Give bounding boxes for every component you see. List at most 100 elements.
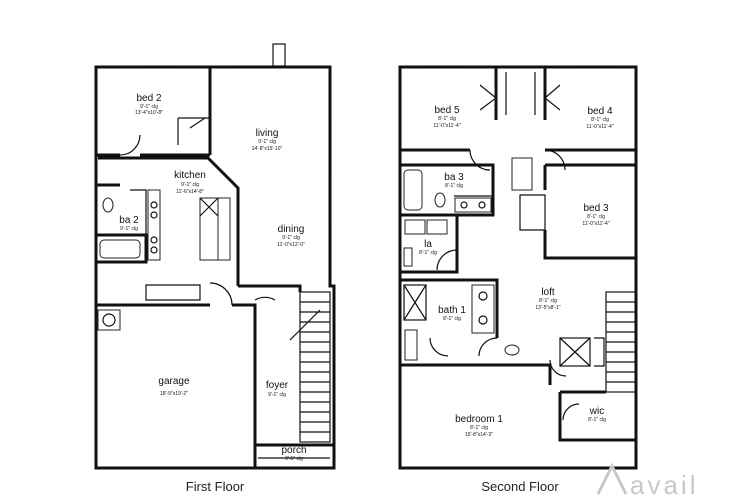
fix <box>217 197 231 261</box>
first-floor-labels: bed 2 9'-1" clg 13'-4"x10'-8" living 9'-… <box>119 93 306 494</box>
first-floor-plan <box>94 43 336 470</box>
thin <box>209 282 233 306</box>
avail-logo-icon <box>596 462 628 495</box>
thin <box>150 236 158 244</box>
room-clg: 9'-1" clg <box>258 139 276 145</box>
second-floor-plan <box>398 65 638 470</box>
room-clg: 9'-1" clg <box>285 456 303 462</box>
room-clg: 8'-1" clg <box>438 116 456 122</box>
thin <box>460 201 468 209</box>
room-name: bed 4 <box>587 106 612 117</box>
thin <box>519 194 546 231</box>
first-floor-stairs <box>289 291 331 443</box>
thin <box>145 284 201 301</box>
room-clg: 8'-1" clg <box>445 183 463 189</box>
wall <box>494 67 547 120</box>
wall <box>558 390 636 442</box>
fix <box>504 344 520 356</box>
fix <box>404 219 426 235</box>
thin <box>299 291 331 443</box>
fix <box>102 197 114 213</box>
wall <box>400 213 459 274</box>
thin <box>549 359 567 377</box>
room-clg: 9'-1" clg <box>120 226 138 232</box>
fix <box>147 189 161 261</box>
wall <box>543 163 636 260</box>
thin <box>150 246 158 254</box>
room-size: 18'-9"x19'-2" <box>160 391 188 397</box>
second-floor-stairs <box>605 291 637 393</box>
fix <box>99 239 141 259</box>
thin <box>102 313 116 327</box>
room-name: ba 2 <box>119 215 139 226</box>
room-size: 11'-0"x12'-0" <box>277 242 305 248</box>
thin <box>403 284 427 321</box>
wall <box>400 278 552 385</box>
room-name: bed 2 <box>136 93 161 104</box>
room-clg: 8'-1" clg <box>539 298 557 304</box>
wall <box>96 303 257 468</box>
thin <box>469 149 566 171</box>
fix <box>426 219 448 235</box>
first-floor-exterior-wall <box>94 65 336 470</box>
room-size: 13'-5"x8'-1" <box>535 305 560 311</box>
watermark-text: avail <box>630 470 698 500</box>
thin <box>254 296 276 301</box>
thin <box>199 197 219 217</box>
thin <box>150 201 158 209</box>
thin <box>403 284 427 321</box>
second-floor-labels: bed 5 8'-1" clg 11'-0"x11'-4" bed 4 8'-1… <box>419 105 614 494</box>
room-name: ba 3 <box>444 172 464 183</box>
thin <box>559 337 591 367</box>
room-name: garage <box>158 376 190 387</box>
thin <box>119 134 141 156</box>
thin <box>429 337 498 357</box>
thin <box>478 315 488 325</box>
wall <box>238 284 302 292</box>
thin <box>478 201 486 209</box>
fix <box>403 247 413 267</box>
room-name: dining <box>278 224 305 235</box>
room-size: 14'-8"x15'-10" <box>252 146 283 152</box>
room-name: bed 5 <box>434 105 459 116</box>
fix <box>454 197 492 213</box>
thin <box>454 195 494 215</box>
thin <box>479 84 561 111</box>
thin <box>177 117 210 145</box>
room-size: 11'-0"x11'-4" <box>582 221 609 227</box>
second-floor-exterior-wall <box>398 65 638 470</box>
fix <box>471 284 495 334</box>
room-name: la <box>424 239 432 250</box>
room-size: 11'-0"x11'-4" <box>586 124 613 130</box>
thin <box>594 337 605 367</box>
thin <box>505 72 536 115</box>
room-size: 11'-6"x14'-8" <box>176 189 204 195</box>
room-clg: 8'-1" clg <box>470 425 488 431</box>
chimney <box>272 43 286 67</box>
fix <box>403 169 423 211</box>
room-name: bed 3 <box>583 203 608 214</box>
room-clg: 8'-1" clg <box>443 316 461 322</box>
room-name: living <box>256 128 279 139</box>
room-clg: 9'-1" clg <box>181 182 199 188</box>
wall <box>96 183 148 264</box>
room-size: 11'-0"x11'-4" <box>433 123 460 129</box>
room-clg: 8'-1" clg <box>591 117 609 123</box>
thin <box>95 66 331 275</box>
thin <box>606 301 636 383</box>
second-floor-label: Second Floor <box>481 479 559 494</box>
avail-watermark: avail <box>596 462 698 500</box>
room-name: kitchen <box>174 170 206 181</box>
fix <box>434 192 446 208</box>
thin <box>399 66 637 469</box>
thin <box>300 301 330 433</box>
room-clg: 8'-1" clg <box>419 250 437 256</box>
room-size: 13'-4"x10'-8" <box>135 110 163 116</box>
fix <box>511 157 533 191</box>
thin <box>289 309 321 341</box>
room-name: bedroom 1 <box>455 414 503 425</box>
room-clg: 8'-1" clg <box>587 214 605 220</box>
first-floor-label: First Floor <box>186 479 245 494</box>
fix <box>97 309 121 331</box>
